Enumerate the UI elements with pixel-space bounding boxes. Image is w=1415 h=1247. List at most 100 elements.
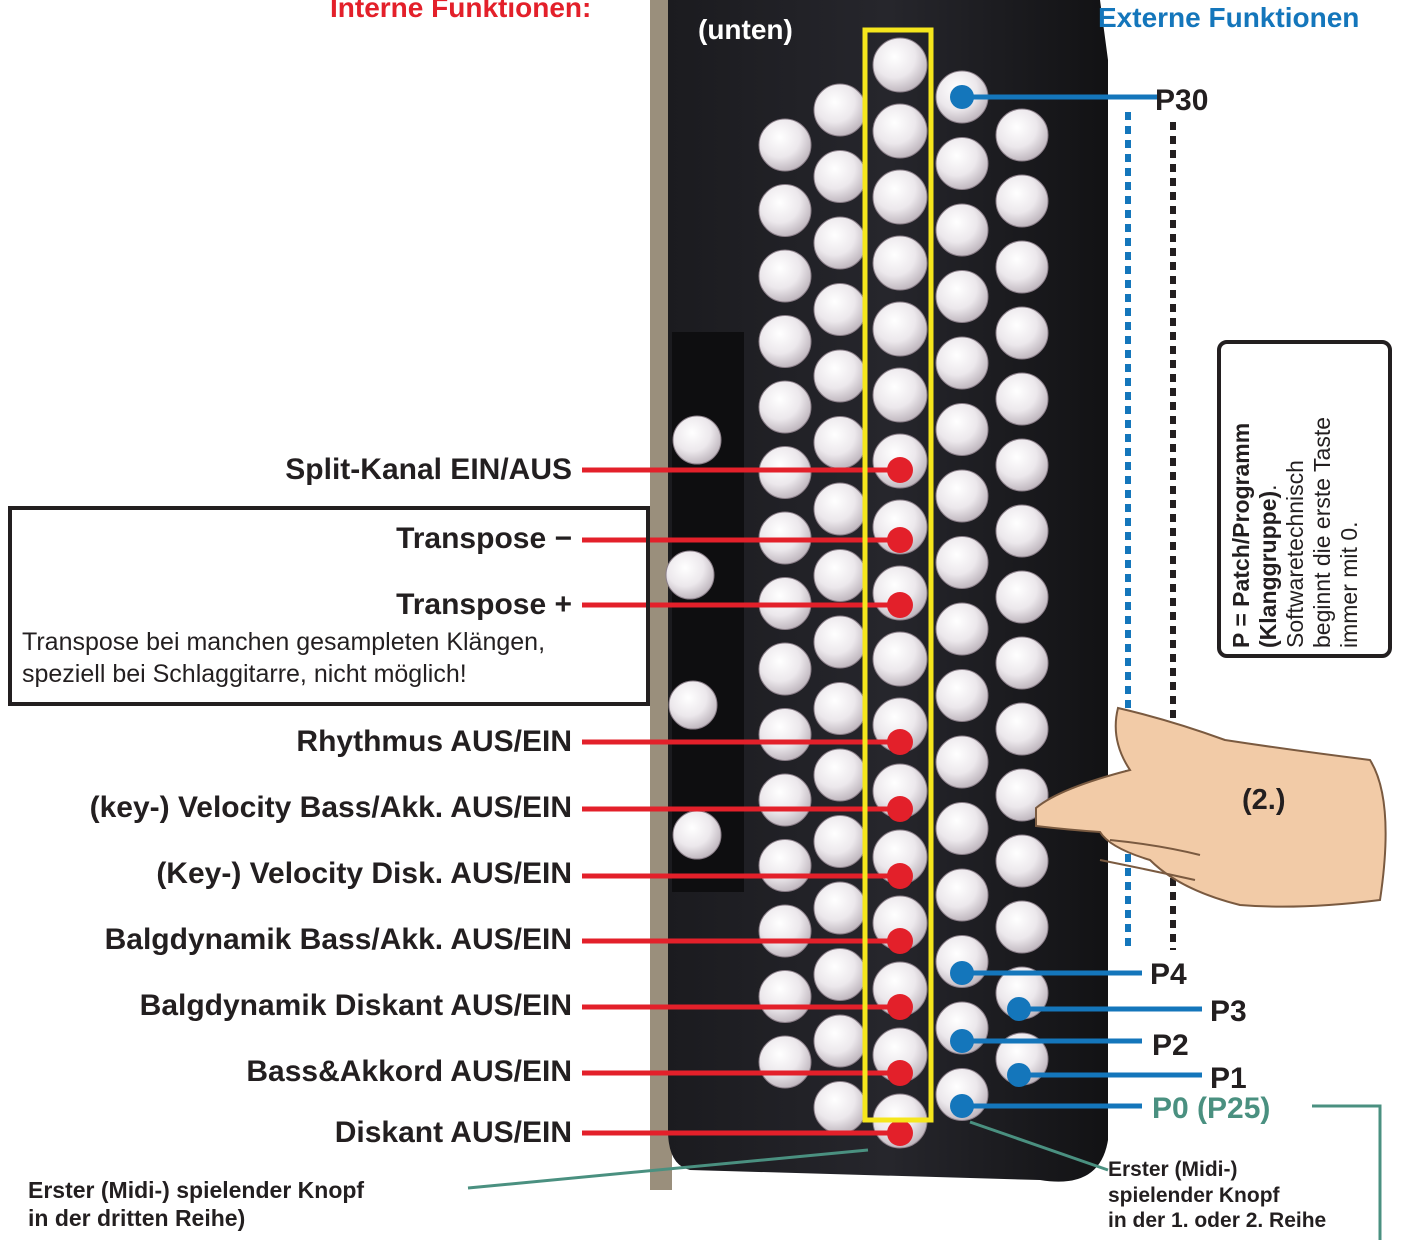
button-col5 [995, 702, 1049, 756]
button-col4 [935, 735, 989, 789]
button-col1 [758, 1035, 812, 1089]
internal-functions-header: Interne Funktionen: [330, 0, 592, 23]
button-col2 [813, 1014, 867, 1068]
label-diskant: Diskant AUS/EIN [334, 1116, 572, 1149]
internal-dot [887, 592, 913, 618]
button-col4 [935, 270, 989, 323]
internal-dot [887, 994, 913, 1020]
label-transpose-plus: Transpose + [396, 588, 572, 621]
label-balgdynamik-bass: Balgdynamik Bass/Akk. AUS/EIN [104, 923, 572, 956]
button-col2 [813, 216, 867, 270]
external-dot [1007, 997, 1031, 1021]
external-dot [950, 85, 974, 109]
label-transpose-minus: Transpose − [396, 522, 572, 555]
label-p2: P2 [1152, 1029, 1189, 1062]
button-col4 [935, 868, 989, 922]
button-col1 [758, 773, 812, 827]
patch-explanation-text: P = Patch/Programm (Klanggruppe). Softwa… [1228, 348, 1363, 648]
button-col2 [813, 83, 867, 137]
button-col3 [872, 631, 928, 687]
transpose-note-box [8, 506, 650, 706]
patch-title: P = Patch/Programm [1228, 422, 1254, 648]
button-col2 [813, 682, 867, 735]
label-p0: P0 (P25) [1152, 1092, 1271, 1125]
button-col1 [758, 904, 812, 958]
internal-dot [887, 729, 913, 755]
button-col4 [935, 802, 989, 855]
side-button [672, 415, 722, 465]
external-dot [1007, 1063, 1031, 1087]
button-col5 [995, 108, 1049, 162]
button-col3 [872, 301, 928, 357]
button-col2 [813, 150, 867, 203]
patch-line2: beginnt die erste Taste [1308, 416, 1335, 648]
p0-leader [1312, 1104, 1382, 1240]
patch-subtitle-line: (Klanggruppe). [1255, 348, 1282, 648]
button-col1 [758, 642, 812, 696]
button-col5 [995, 438, 1049, 492]
row3-leader [467, 1148, 869, 1190]
internal-dot [887, 527, 913, 553]
button-col1 [758, 184, 812, 237]
button-col1 [758, 249, 812, 303]
button-col2 [813, 549, 867, 602]
label-rhythmus: Rhythmus AUS/EIN [296, 725, 572, 758]
finger-label: (2.) [1242, 784, 1286, 816]
button-col2 [813, 948, 867, 1001]
row12-leader [969, 1120, 1109, 1172]
label-bass-akkord: Bass&Akkord AUS/EIN [246, 1055, 572, 1088]
transpose-note-line2: speziell bei Schlaggitarre, nicht möglic… [22, 660, 467, 688]
button-col3 [872, 169, 928, 225]
label-velocity-disk: (Key-) Velocity Disk. AUS/EIN [156, 857, 572, 890]
button-col5 [995, 900, 1049, 954]
button-col5 [995, 306, 1049, 360]
internal-dot [887, 928, 913, 954]
hand-fingers [1099, 839, 1201, 881]
button-col2 [813, 1081, 867, 1134]
internal-dot [887, 457, 913, 483]
button-col5 [995, 504, 1049, 558]
first-button-row12-label: Erster (Midi-) spielender Knopf in der 1… [1108, 1157, 1326, 1234]
internal-dot [887, 1060, 913, 1086]
bellows-edge [650, 0, 672, 1190]
button-col3 [872, 235, 928, 291]
button-col5 [995, 240, 1049, 294]
button-col5 [995, 570, 1049, 624]
patch-line3: immer mit 0. [1335, 521, 1362, 649]
internal-dot [887, 863, 913, 889]
hand-icon [1035, 706, 1387, 908]
button-col3 [872, 367, 928, 423]
external-dot [950, 961, 974, 985]
label-p30: P30 [1155, 84, 1209, 117]
bottom-label: (unten) [698, 14, 793, 45]
label-p4: P4 [1150, 958, 1187, 991]
button-col2 [813, 416, 867, 469]
button-col2 [813, 815, 867, 868]
button-col2 [813, 283, 867, 336]
transpose-note: Transpose bei manchen gesampleten Klänge… [22, 626, 662, 690]
button-col1 [758, 380, 812, 434]
button-col5 [995, 834, 1049, 888]
side-button [665, 550, 715, 600]
first-button-row12-line3: in der 1. oder 2. Reihe [1108, 1209, 1327, 1233]
internal-dot [887, 796, 913, 822]
button-col4 [935, 602, 989, 656]
first-button-row12-line2: spielender Knopf [1108, 1183, 1280, 1207]
button-col4 [935, 336, 989, 390]
button-col2 [813, 881, 867, 935]
external-dot [950, 1029, 974, 1053]
patch-subtitle: (Klanggruppe) [1254, 490, 1281, 648]
button-col4 [935, 137, 989, 190]
button-col5 [995, 372, 1049, 426]
button-col1 [758, 708, 812, 761]
button-col4 [935, 469, 989, 523]
button-col3 [872, 37, 928, 93]
button-col2 [813, 615, 867, 669]
external-functions-header: Externe Funktionen [1098, 2, 1360, 33]
patch-subtitle-end: . [1254, 484, 1281, 491]
button-col3 [872, 103, 928, 159]
button-col1 [758, 970, 812, 1023]
label-velocity-bass: (key-) Velocity Bass/Akk. AUS/EIN [89, 791, 572, 824]
button-col4 [935, 203, 989, 257]
